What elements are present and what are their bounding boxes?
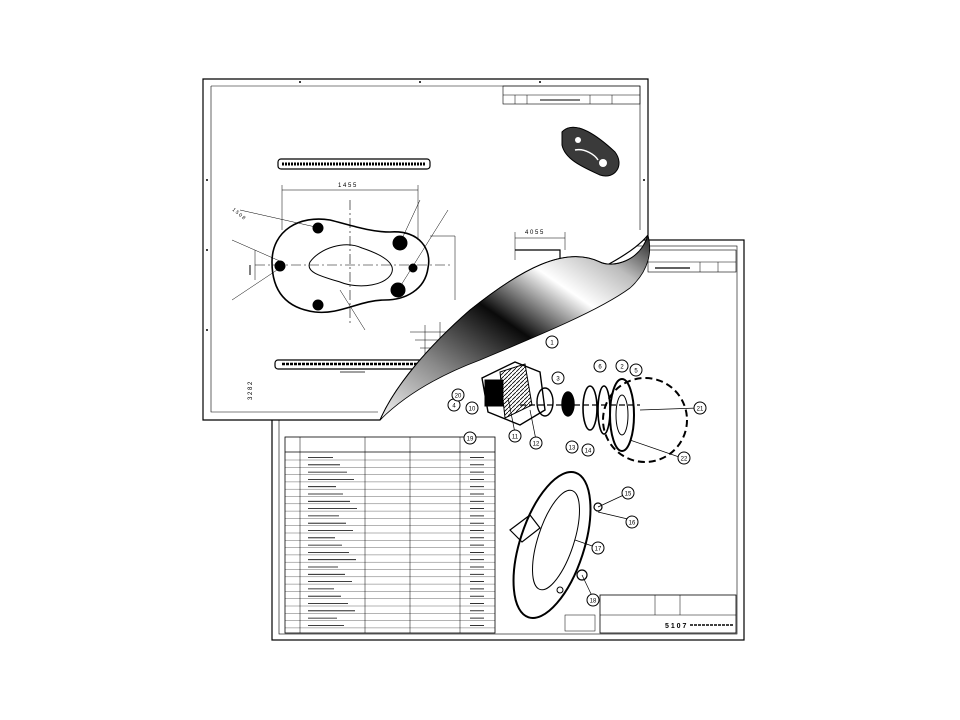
balloon-circle (593, 359, 607, 373)
balloon-circle (508, 429, 522, 443)
balloon-label: 14 (585, 449, 592, 455)
balloon-label: 2 (620, 365, 624, 371)
vertical-dimension-label: 3 2 8 2 (248, 381, 254, 400)
balloon-circle (621, 486, 635, 500)
balloon-circle (693, 401, 707, 415)
title-block: 5 1 0 7 (564, 594, 737, 634)
balloon-label: 6 (598, 365, 602, 371)
balloon-label: 20 (455, 394, 462, 400)
balloon-circle (586, 593, 600, 607)
main-plan-view (231, 185, 456, 331)
border-ticks (206, 81, 645, 331)
exploded-assembly (481, 361, 688, 619)
balloon-label: 11 (512, 435, 519, 441)
balloon-circle (629, 363, 643, 377)
top-dimension-label: 1 4 5 5 (338, 183, 357, 189)
title-block-number: 5 1 0 7 (665, 623, 687, 630)
balloon-circle (545, 335, 559, 349)
balloon-label: 5 (634, 369, 638, 375)
top-profile-view (277, 158, 431, 170)
balloon-circle (615, 359, 629, 373)
balloon-label: 16 (629, 521, 636, 527)
parts-list-table (284, 436, 496, 634)
balloon-circle (451, 388, 465, 402)
balloon-label: 19 (467, 437, 474, 443)
right-dimension-label: 4 0 5 5 (525, 230, 544, 236)
balloon-circle (625, 515, 639, 529)
balloon-label: 1 (550, 341, 554, 347)
balloon-circle (591, 541, 605, 555)
isometric-view (561, 126, 620, 177)
balloon-label: 10 (469, 407, 476, 413)
front-sheet: 1 4 5 5 1 5 0 8 4 0 5 5 3 2 8 2 (202, 78, 649, 421)
balloon-label: 17 (595, 547, 602, 553)
balloon-label: 21 (697, 407, 704, 413)
front-revision-table (502, 85, 641, 105)
balloon-circle (677, 451, 691, 465)
page-curl (379, 233, 651, 421)
balloon-label: 4 (452, 404, 456, 410)
bottom-profile-view (274, 359, 431, 373)
balloon-circle (565, 440, 579, 454)
balloon-label: 22 (681, 457, 688, 463)
balloon-label: 3 (556, 377, 560, 383)
balloon-circle (551, 371, 565, 385)
balloon-circle (529, 436, 543, 450)
balloon-circle (581, 443, 595, 457)
balloon-circle (465, 401, 479, 415)
balloon-label: 18 (590, 599, 597, 605)
balloon-label: 15 (625, 492, 632, 498)
balloon-label: 13 (569, 446, 576, 452)
balloon-label: 12 (533, 442, 540, 448)
balloon-circle (463, 431, 477, 445)
